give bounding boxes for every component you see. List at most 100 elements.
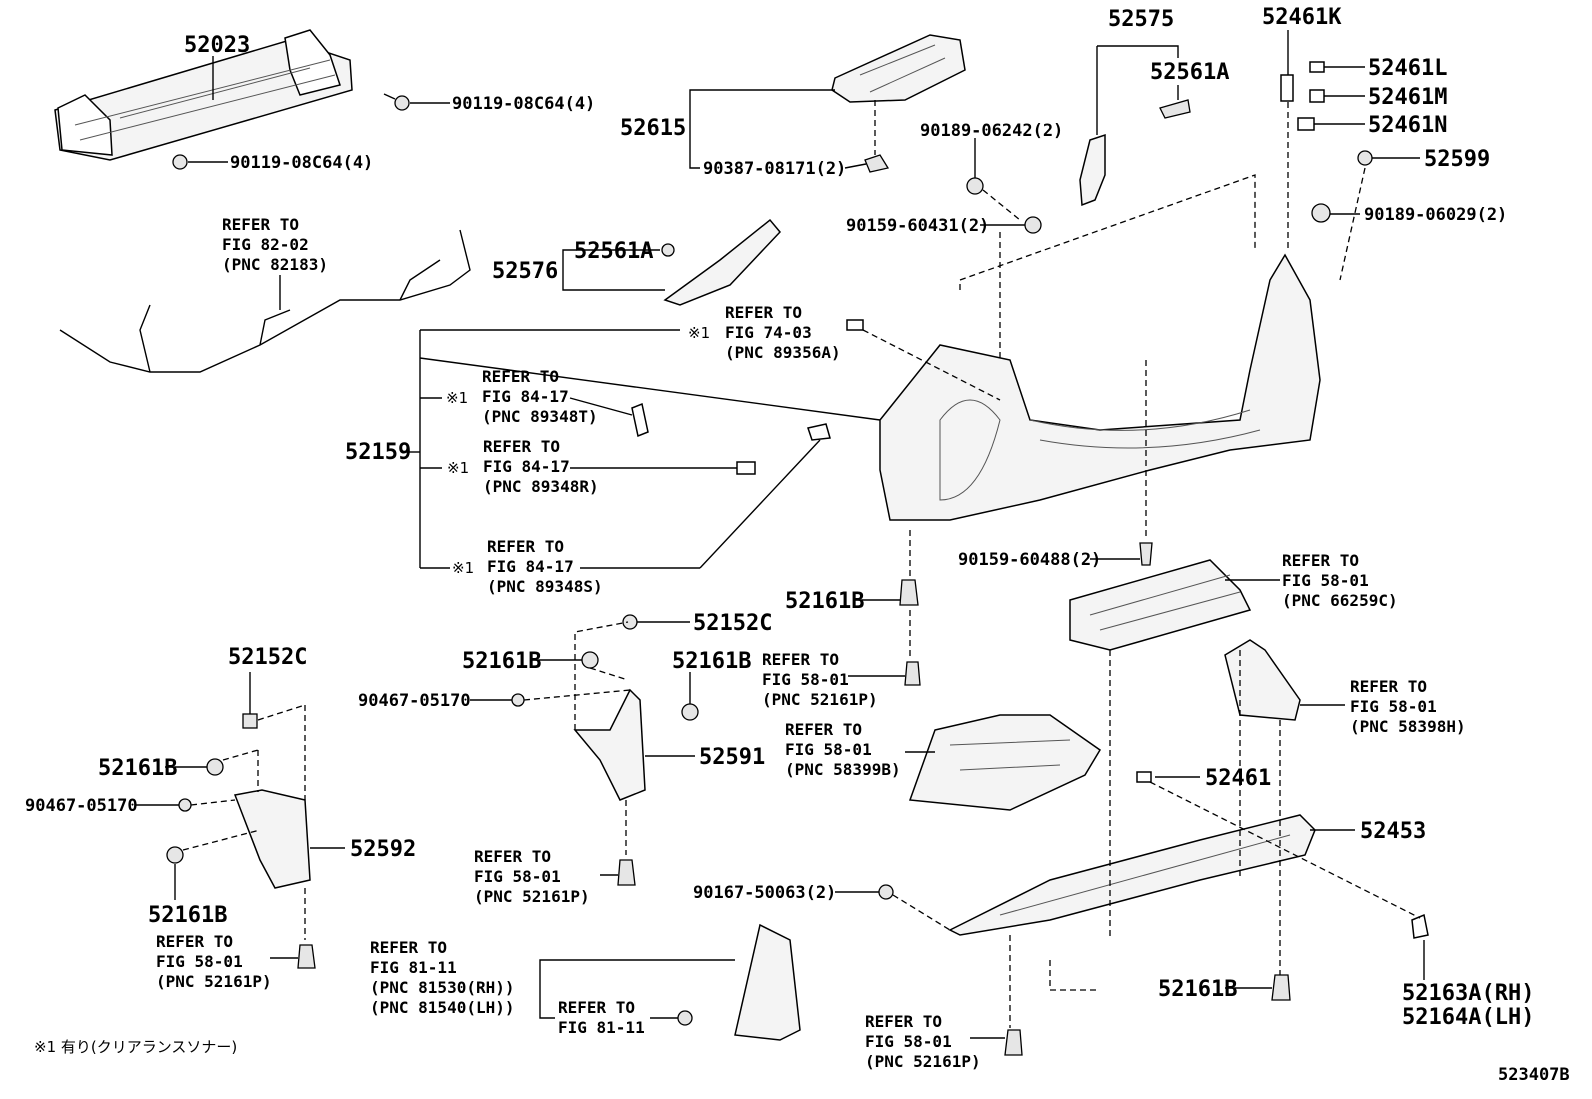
label-52561A-mid: 52561A (574, 239, 653, 264)
nut-52599 (1357, 150, 1373, 166)
footnote: ※1 有り(クリアランスソナー) (34, 1038, 237, 1056)
nut-52152C-left (242, 713, 258, 729)
part-labels: 52023 90119-08C64(4) 90119-08C64(4) 5261… (25, 5, 1534, 1030)
ref-fig8417-t: REFER TO FIG 84-17 (PNC 89348T) (482, 367, 598, 426)
ref-fig8111-b: REFER TO FIG 81-11 (558, 998, 645, 1037)
label-52152C-mid: 52152C (693, 611, 772, 636)
label-52161B-right: 52161B (1158, 977, 1237, 1002)
ref-fig8417-s: REFER TO FIG 84-17 (PNC 89348S) (487, 537, 603, 596)
clip-52161P-mid (617, 859, 636, 886)
clip-52161P-bottom (1004, 1029, 1023, 1056)
bolt-90119-a (383, 93, 410, 111)
label-52461N: 52461N (1368, 113, 1447, 138)
label-90467-mid: 90467-05170 (358, 691, 471, 711)
ref-fig5801-58398h: REFER TO FIG 58-01 (PNC 58398H) (1350, 677, 1466, 736)
reinforcement-beam-52023 (54, 29, 353, 161)
clip-52161B-left1 (206, 758, 224, 776)
clip-52161B-right (1271, 974, 1291, 1001)
label-52461L: 52461L (1368, 56, 1447, 81)
label-90467-left: 90467-05170 (25, 796, 138, 816)
screw-52561A-top (1159, 99, 1191, 119)
clip-90167 (878, 884, 894, 900)
ref-fig5801-mid: REFER TO FIG 58-01 (PNC 52161P) (474, 847, 590, 906)
clip-52161B-left2 (166, 846, 184, 864)
label-52161B-mid2: 52161B (672, 649, 751, 674)
figure-id: 523407B (1498, 1065, 1570, 1085)
bracket-58398h (1224, 639, 1301, 721)
sensor-bracket-74 (846, 319, 864, 331)
marker-1: ※1 (688, 324, 710, 342)
label-52164A: 52164A(LH) (1402, 1005, 1534, 1030)
label-52576: 52576 (492, 259, 558, 284)
ref-fig5801-66259c: REFER TO FIG 58-01 (PNC 66259C) (1282, 551, 1398, 610)
label-52023: 52023 (184, 33, 250, 58)
screw-90159-60431 (1024, 216, 1042, 234)
clip-90387 (864, 154, 890, 173)
clip-90189-06242 (966, 177, 984, 195)
label-52591: 52591 (699, 745, 765, 770)
clip-52161B-mid1 (581, 651, 599, 669)
label-52159: 52159 (345, 440, 411, 465)
label-90189-06242: 90189-06242(2) (920, 121, 1063, 141)
label-52599: 52599 (1424, 147, 1490, 172)
marker-3: ※1 (447, 459, 469, 477)
label-52461: 52461 (1205, 766, 1271, 791)
clip-fig8111 (677, 1010, 693, 1026)
label-52152C-left: 52152C (228, 645, 307, 670)
bracket-58399b (908, 714, 1102, 811)
clip-52161P-left (297, 944, 316, 969)
lower-spoiler-52453 (948, 814, 1316, 936)
ref-fig5801-58399b: REFER TO FIG 58-01 (PNC 58399B) (785, 720, 901, 779)
clip-52161B-mid2 (681, 703, 699, 721)
ref-fig5801-left: REFER TO FIG 58-01 (PNC 52161P) (156, 932, 272, 991)
label-52161B-mid1: 52161B (462, 649, 541, 674)
mud-guard-52592 (233, 789, 311, 889)
label-52561A-top: 52561A (1150, 60, 1229, 85)
label-90159-60431: 90159-60431(2) (846, 216, 989, 236)
pad-52461K (1280, 74, 1294, 102)
lower-panel-66259c (1069, 559, 1252, 651)
pad-52461M (1309, 89, 1325, 103)
ref-fig8417-r: REFER TO FIG 84-17 (PNC 89348R) (483, 437, 599, 496)
label-52615: 52615 (620, 116, 686, 141)
side-retainer-52576 (663, 218, 782, 306)
screw-90467-mid (511, 693, 525, 707)
leader-lines (135, 30, 1425, 1039)
sensor-bracket-r (736, 461, 756, 475)
sensor-bracket-s (807, 423, 831, 441)
marker-4: ※1 (452, 559, 474, 577)
ref-fig8202: REFER TO FIG 82-02 (PNC 82183) (222, 215, 328, 274)
label-90387: 90387-08171(2) (703, 159, 846, 179)
screw-90467-left (178, 798, 192, 812)
label-52161B-left1: 52161B (98, 756, 177, 781)
label-52461M: 52461M (1368, 85, 1447, 110)
pad-52461L (1309, 61, 1325, 73)
label-90119-a: 90119-08C64(4) (452, 94, 595, 114)
clip-52161P-center (904, 661, 921, 686)
mud-guard-52591 (573, 688, 646, 801)
clip-52161B-center (899, 579, 919, 606)
sensor-bracket-t (631, 402, 649, 438)
pad-52461N (1297, 117, 1315, 131)
pad-52461 (1136, 771, 1152, 783)
bolt-90119-b (172, 154, 188, 170)
screw-90159-60488 (1139, 542, 1153, 566)
upper-bracket-52615 (831, 34, 966, 103)
label-52161B-left2: 52161B (148, 903, 227, 928)
label-90119-b: 90119-08C64(4) (230, 153, 373, 173)
ref-fig5801-bottom: REFER TO FIG 58-01 (PNC 52161P) (865, 1012, 981, 1071)
label-90189-06029: 90189-06029(2) (1364, 205, 1507, 225)
marker-2: ※1 (446, 389, 468, 407)
label-52461K: 52461K (1262, 5, 1342, 30)
reference-labels: REFER TO FIG 82-02 (PNC 82183) REFER TO … (156, 215, 1466, 1071)
wire-harness (59, 229, 471, 373)
bumper-cover-52159 (879, 253, 1321, 521)
label-90159-60488: 90159-60488(2) (958, 550, 1101, 570)
ref-fig8111-a: REFER TO FIG 81-11 (PNC 81530(RH)) (PNC … (370, 938, 524, 1017)
label-52575: 52575 (1108, 7, 1174, 32)
reflector (734, 923, 801, 1041)
clip-90189-06029 (1311, 203, 1331, 223)
ref-fig7403: REFER TO FIG 74-03 (PNC 89356A) (725, 303, 841, 362)
